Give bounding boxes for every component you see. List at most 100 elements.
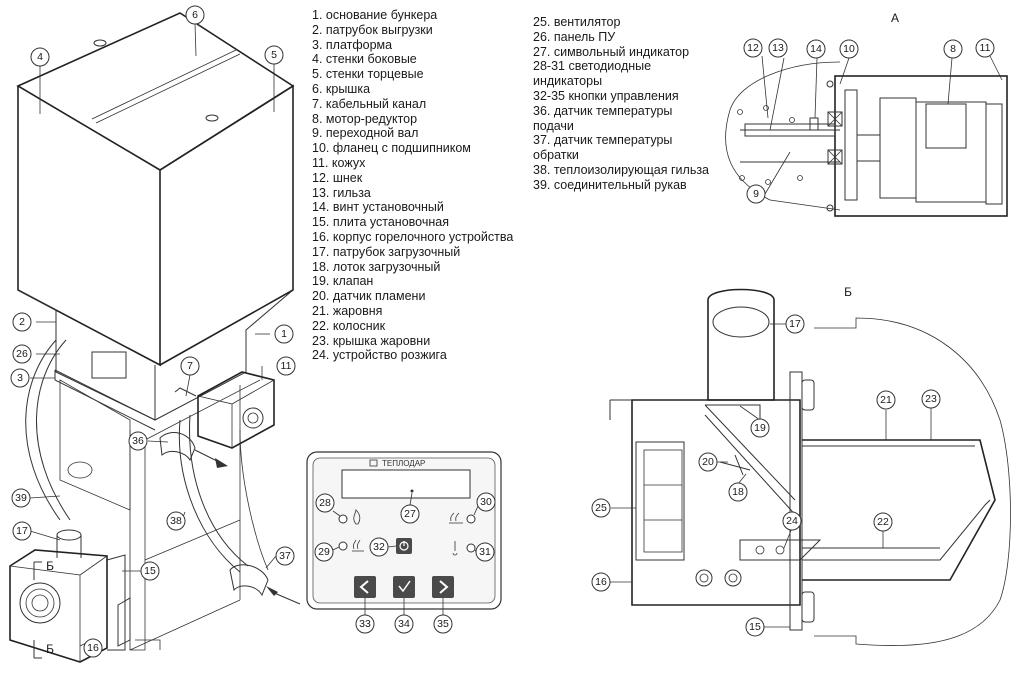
callout-6-label: 6: [192, 9, 198, 21]
legend-item: 39. соединительный рукав: [533, 177, 687, 192]
callout-11-main-label: 11: [281, 360, 292, 372]
callout-28: 28: [315, 493, 335, 513]
legend-item: 24. устройство розжига: [312, 348, 447, 363]
legend-item: 37. датчик температуры обратки: [533, 133, 673, 163]
legend-item: 36. датчик температуры подачи: [533, 103, 673, 133]
callout-4: 4: [30, 47, 50, 67]
legend-item: 1. основание бункера: [312, 8, 438, 22]
right-button[interactable]: [432, 576, 454, 598]
callout-17-label: 17: [16, 525, 28, 537]
legend-item: 18. лоток загрузочный: [312, 259, 441, 274]
led-30: [466, 514, 476, 524]
callout-35: 35: [433, 614, 453, 634]
legend-item: 25. вентилятор: [533, 15, 621, 29]
callout-8-label: 8: [950, 43, 956, 55]
callout-36: 36: [128, 431, 148, 451]
connecting-sleeve: [25, 339, 71, 521]
callout-13: 13: [768, 38, 788, 58]
callout-22-label: 22: [877, 516, 889, 528]
main-assembly: [9, 12, 301, 663]
legend-item: 6. крышка: [312, 81, 371, 96]
callout-35-label: 35: [437, 618, 449, 630]
triple-flame-icon: [352, 539, 364, 552]
callout-37: 37: [275, 546, 295, 566]
callout-12: 12: [743, 38, 763, 58]
callout-39-label: 39: [15, 492, 27, 504]
legend-item: 21. жаровня: [312, 303, 383, 318]
lid-bolt-icon: [93, 39, 107, 47]
thermometer-icon: [452, 541, 458, 556]
callout-31: 31: [475, 542, 495, 562]
callout-7: 7: [180, 356, 200, 376]
flame-icon: [353, 509, 361, 525]
callout-27: 27: [400, 504, 420, 524]
callout-3-label: 3: [17, 372, 23, 384]
legend-item: 28-31 светодиодные индикаторы: [533, 59, 652, 89]
legend-item: 8. мотор-редуктор: [312, 111, 418, 126]
callout-15-label: 15: [144, 565, 156, 577]
callout-38-label: 38: [170, 515, 182, 527]
vent-grille-icon: [242, 407, 264, 429]
legend-item: 14. винт установочный: [312, 200, 444, 215]
callout-23-label: 23: [925, 393, 937, 405]
support-frame: [129, 379, 261, 651]
detail-a: А: [725, 11, 1008, 217]
callout-15-b-label: 15: [749, 621, 761, 633]
legend-item: 19. клапан: [312, 274, 374, 289]
legend-item: 38. теплоизолирующая гильза: [533, 162, 710, 177]
callout-22: 22: [873, 512, 893, 532]
heating-icon: [449, 512, 463, 524]
section-mark-top: Б: [46, 559, 54, 573]
legend-item: 4. стенки боковые: [312, 52, 417, 67]
hopper-base: [55, 289, 294, 421]
control-panel: ТЕПЛОДАР: [306, 451, 502, 615]
burner-pot: [802, 439, 996, 581]
callout-2-label: 2: [19, 316, 25, 328]
brand-logo-icon: [369, 459, 378, 467]
callout-16-label: 16: [87, 642, 99, 654]
callout-3: 3: [10, 368, 30, 388]
legend-item: 16. корпус горелочного устройства: [312, 229, 514, 244]
callout-12-label: 12: [747, 42, 759, 54]
hopper-side-wall: [17, 86, 161, 367]
legend-item: 3. платформа: [312, 37, 393, 52]
callout-10-label: 10: [843, 43, 855, 55]
symbol-indicator-display: [341, 469, 471, 499]
callout-19-label: 19: [754, 422, 766, 434]
callout-30: 30: [476, 492, 496, 512]
callout-37-label: 37: [279, 550, 291, 562]
callout-19: 19: [750, 418, 770, 438]
legend-item: 20. датчик пламени: [312, 289, 426, 304]
legend-item: 5. стенки торцевые: [312, 67, 424, 82]
callout-7-label: 7: [187, 360, 193, 372]
callout-1-label: 1: [281, 328, 287, 340]
insulating-sleeve: [178, 414, 249, 573]
callout-5-label: 5: [271, 49, 277, 61]
callout-4-label: 4: [37, 51, 43, 63]
callout-17-b: 17: [785, 314, 805, 334]
legend-item: 32-35 кнопки управления: [533, 88, 679, 103]
callout-31-label: 31: [479, 546, 491, 558]
callout-16: 16: [83, 638, 103, 658]
callout-18: 18: [728, 482, 748, 502]
legend-item: 2. патрубок выгрузки: [312, 22, 433, 37]
callout-23: 23: [921, 389, 941, 409]
legend-item: 7. кабельный канал: [312, 96, 427, 111]
callout-11: 11: [975, 38, 995, 58]
callout-13-label: 13: [772, 42, 784, 54]
legend-item: 11. кожух: [312, 155, 366, 170]
fan-grille-icon: [19, 582, 61, 624]
callout-6: 6: [185, 5, 205, 25]
callout-26: 26: [12, 344, 32, 364]
callout-1: 1: [274, 324, 294, 344]
callout-33: 33: [355, 614, 375, 634]
callout-9: 9: [746, 184, 766, 204]
callout-24-label: 24: [786, 515, 798, 527]
left-button[interactable]: [354, 576, 376, 598]
callout-15: 15: [140, 561, 160, 581]
callout-38: 38: [166, 511, 186, 531]
legend-item: 23. крышка жаровни: [312, 333, 431, 348]
legend-item: 15. плита установочная: [312, 215, 449, 230]
panel-brand: ТЕПЛОДАР: [382, 459, 425, 468]
ok-button[interactable]: [393, 576, 415, 598]
